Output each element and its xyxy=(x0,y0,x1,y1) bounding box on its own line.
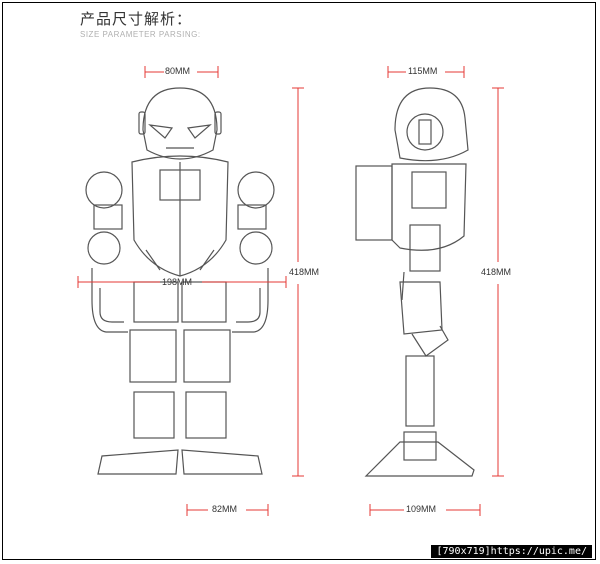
front-head-width-label: 80MM xyxy=(165,66,191,76)
page-title: 产品尺寸解析： xyxy=(80,10,193,28)
front-robot-drawing xyxy=(85,87,275,475)
image-frame xyxy=(2,2,596,560)
front-foot-width-label: 82MM xyxy=(212,504,238,514)
watermark: [790x719]https://upic.me/ xyxy=(431,545,592,558)
side-robot-drawing xyxy=(355,87,475,477)
page-subtitle: SIZE PARAMETER PARSING: xyxy=(80,30,201,39)
side-foot-depth-label: 109MM xyxy=(406,504,437,514)
front-shoulder-width-label: 198MM xyxy=(162,277,193,287)
front-height-label: 418MM xyxy=(289,267,320,277)
side-height-label: 418MM xyxy=(481,267,512,277)
side-head-depth-label: 115MM xyxy=(408,66,438,76)
